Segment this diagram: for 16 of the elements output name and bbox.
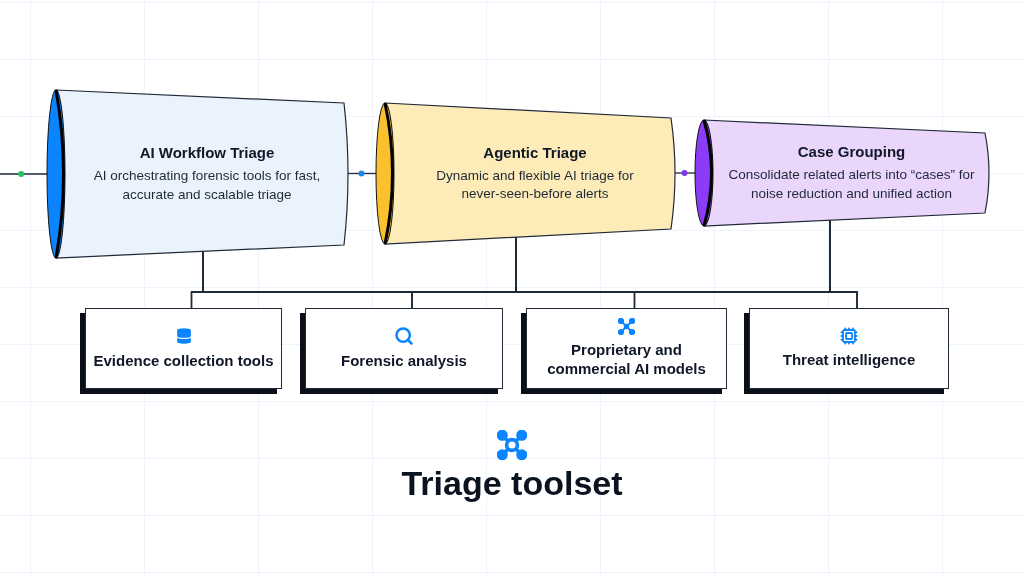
funnel-stage [376, 103, 674, 244]
tool-label: Forensic analysis [341, 352, 467, 371]
stage-heading: Case Grouping [797, 143, 906, 161]
stage-description: Consolidate related alerts into “cases” for noise reduction and unified action [727, 166, 976, 203]
funnel-stage [47, 90, 347, 258]
stage-description: AI orchestrating forensic tools for fast, accurate and scalable triage [92, 167, 322, 204]
stage-heading: AI Workflow Triage [139, 144, 275, 162]
tool-label: Evidence collection tools [93, 352, 274, 371]
stage-heading: Agentic Triage [483, 143, 587, 161]
tool-label: Threat intelligence [782, 351, 916, 370]
stage-description: Dynamic and flexible AI triage for never-seen-before alerts [435, 166, 635, 203]
funnel-stage [695, 120, 988, 226]
diagram-title: Triage toolset [401, 464, 623, 503]
connector-line [0, 173, 48, 175]
connector-line [829, 219, 858, 309]
tool-label: Proprietary and commercial AI models [546, 341, 707, 379]
